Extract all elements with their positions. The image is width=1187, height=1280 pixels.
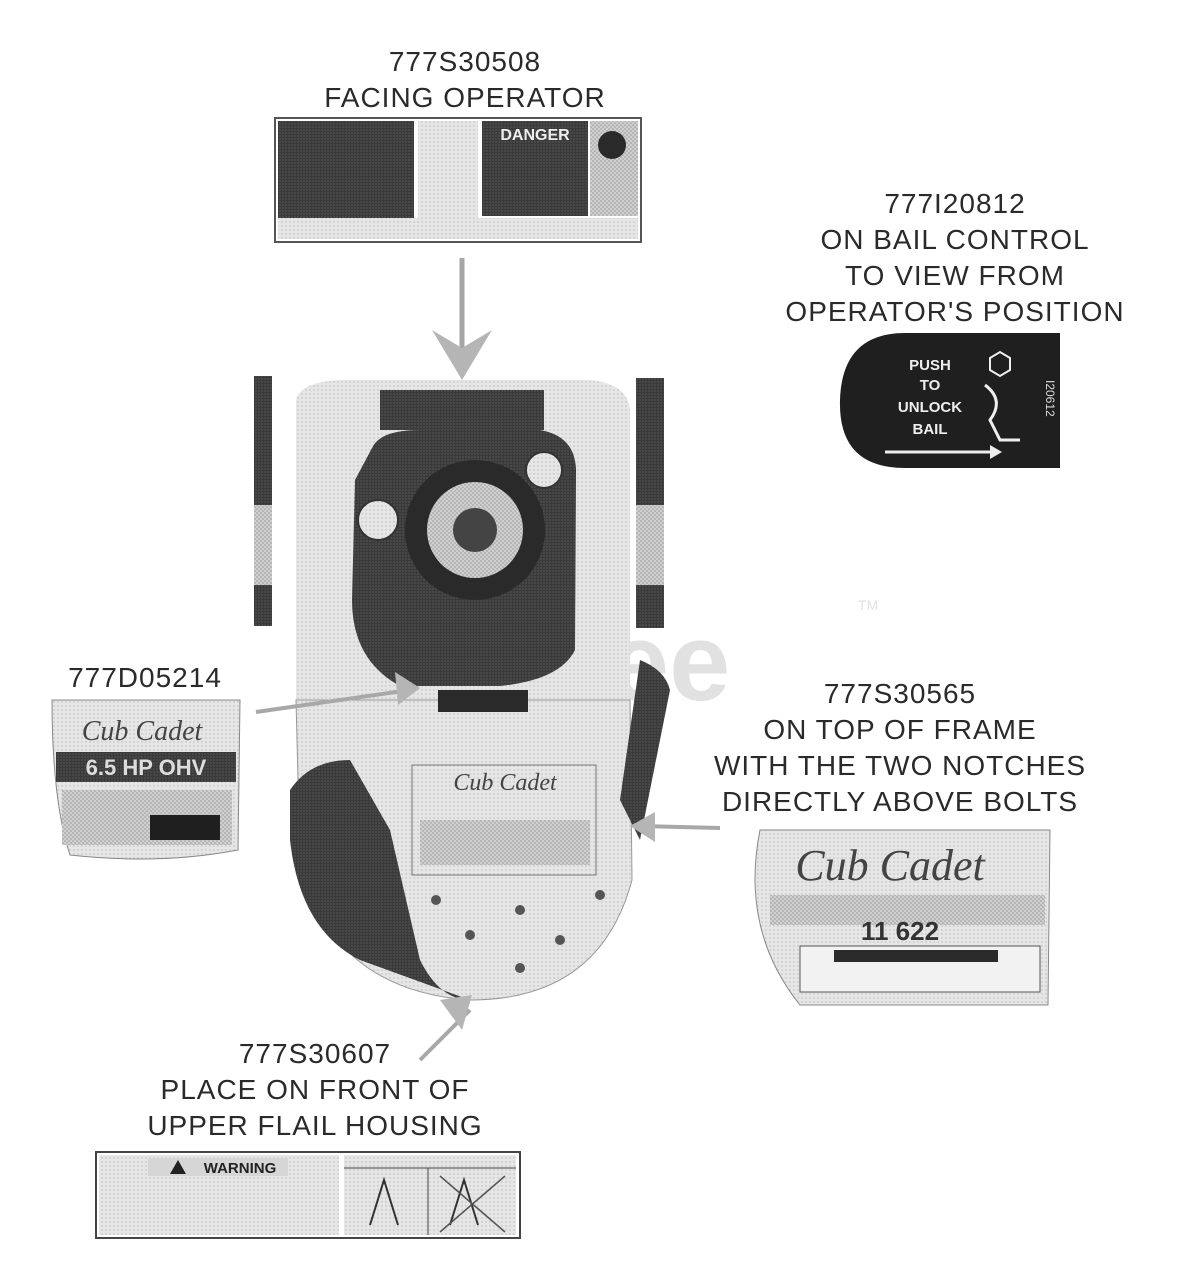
placement-note: PLACE ON FRONT OF [160,1074,470,1105]
callout-777i20812: 777I20812 ON BAIL CONTROL TO VIEW FROM O… [760,186,1150,330]
bail-text-line: BAIL [913,421,948,438]
placement-note: FACING OPERATOR [324,82,606,113]
part-number: 777I20812 [884,188,1026,219]
placement-note: ON BAIL CONTROL [820,224,1090,255]
bail-code: I20612 [1043,380,1057,417]
arrowhead-icon [432,330,492,380]
callout-777s30508: 777S30508 FACING OPERATOR [300,44,630,116]
engine-decal-777d05214: Cub Cadet 6.5 HP OHV [51,699,241,860]
warning-title: WARNING [204,1160,277,1177]
bail-text-line: UNLOCK [898,399,962,416]
placement-note: DIRECTLY ABOVE BOLTS [721,786,1079,817]
danger-decal-777s30508: DANGER [274,117,642,243]
placement-note: TO VIEW FROM [845,260,1065,291]
engine-brand: Cub Cadet [82,716,204,747]
part-number: 777S30565 [823,678,977,709]
callout-777d05214: 777D05214 [50,660,240,696]
danger-title: DANGER [500,127,570,144]
flail-mower-body: Cub Cadet [254,376,670,1001]
placement-note: OPERATOR'S POSITION [785,296,1125,327]
frame-model: 11 622 [861,916,939,946]
placement-note: WITH THE TWO NOTCHES [713,750,1087,781]
bail-text-line: PUSH [909,357,951,374]
arrowhead-icon [440,995,472,1030]
placement-note: UPPER FLAIL HOUSING [147,1110,483,1141]
part-number: 777S30607 [238,1038,392,1069]
bail-text-line: TO [920,377,941,394]
part-number: 777D05214 [68,662,222,693]
callout-777s30607: 777S30607 PLACE ON FRONT OF UPPER FLAIL … [120,1036,510,1144]
callout-777s30565: 777S30565 ON TOP OF FRAME WITH THE TWO N… [700,676,1100,820]
watermark-tm: TM [858,597,878,613]
part-number: 777S30508 [388,46,542,77]
frame-decal-777s30565: Cub Cadet 11 622 [754,829,1051,1006]
frame-brand-small: Cub Cadet [453,770,558,796]
warning-decal-777s30607: WARNING [95,1151,521,1239]
arrowhead-icon [395,672,420,705]
arrowhead-icon [630,812,655,842]
placement-note: ON TOP OF FRAME [763,714,1037,745]
bail-decal-777i20812: PUSH TO UNLOCK BAIL I20612 [839,333,1060,468]
frame-brand: Cub Cadet [795,841,986,890]
engine-hp: 6.5 HP OHV [86,755,207,780]
